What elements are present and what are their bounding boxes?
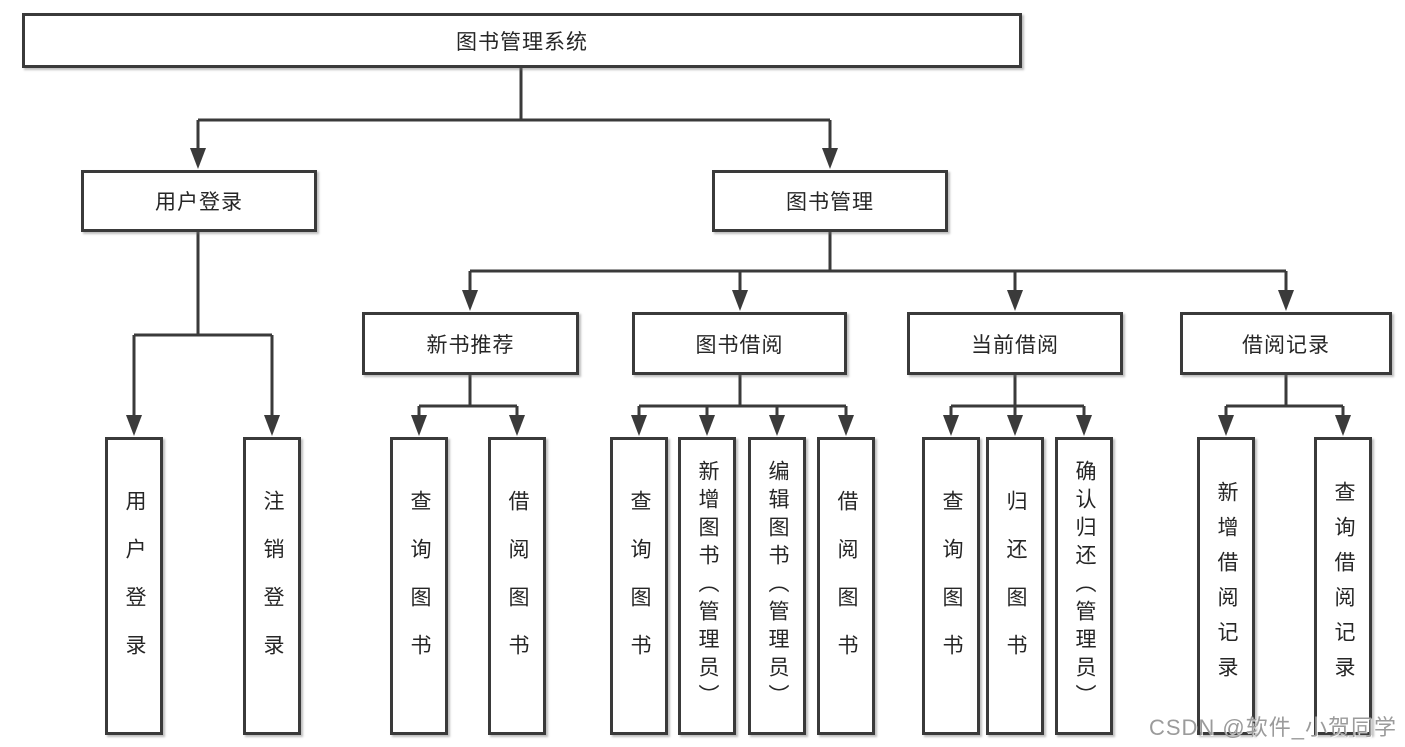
connector-new-book <box>411 375 525 436</box>
node-book-management-label: 图书管理 <box>786 191 874 214</box>
connector-user-login <box>126 232 280 436</box>
node-user-login: 用户登录 <box>81 170 317 232</box>
node-new-book-recommend-label: 新书推荐 <box>426 333 515 357</box>
leaf-new-book-borrow-books: 借阅图书 <box>488 437 546 735</box>
leaf-current-borrow-query-books: 查询图书 <box>922 437 980 735</box>
connector-borrow-record <box>1218 375 1351 436</box>
leaf-user-login: 用户登录 <box>105 437 163 735</box>
node-current-borrow-label: 当前借阅 <box>971 333 1059 357</box>
node-current-borrow: 当前借阅 <box>907 312 1123 375</box>
connector-book-borrow <box>631 375 854 436</box>
csdn-watermark: CSDN @软件_小贺同学 <box>1148 715 1397 740</box>
leaf-logout: 注销登录 <box>243 437 301 735</box>
leaf-book-borrow-add-books-admin: 新增图书（管理员） <box>678 437 736 735</box>
node-library-system: 图书管理系统 <box>22 13 1022 68</box>
node-new-book-recommend: 新书推荐 <box>362 312 579 375</box>
leaf-book-borrow-borrow-books: 借阅图书 <box>817 437 875 735</box>
node-book-borrow-label: 图书借阅 <box>695 333 784 357</box>
node-user-login-label: 用户登录 <box>155 191 243 214</box>
leaf-current-borrow-return-books: 归还图书 <box>986 437 1044 735</box>
leaf-current-borrow-confirm-return-admin: 确认归还（管理员） <box>1055 437 1113 735</box>
connector-book-management <box>462 232 1294 311</box>
leaf-book-borrow-edit-books-admin: 编辑图书（管理员） <box>748 437 806 735</box>
leaf-new-book-query-books: 查询图书 <box>390 437 448 735</box>
connector-current-borrow <box>943 375 1092 436</box>
node-book-borrow: 图书借阅 <box>632 312 847 375</box>
leaf-borrow-record-add: 新增借阅记录 <box>1197 437 1255 735</box>
connector-root <box>190 68 838 169</box>
node-library-system-label: 图书管理系统 <box>456 30 588 54</box>
node-borrow-record-label: 借阅记录 <box>1242 333 1330 357</box>
leaf-book-borrow-query-books: 查询图书 <box>610 437 668 735</box>
leaf-borrow-record-query: 查询借阅记录 <box>1314 437 1372 735</box>
node-borrow-record: 借阅记录 <box>1180 312 1392 375</box>
node-book-management: 图书管理 <box>712 170 948 232</box>
